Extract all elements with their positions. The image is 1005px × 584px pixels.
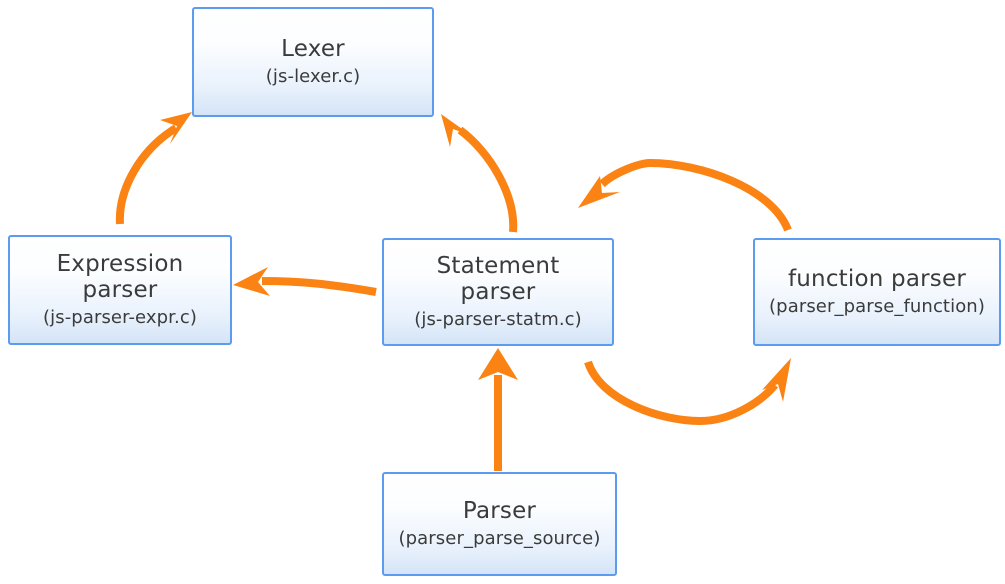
node-parser[interactable]: Parser (parser_parse_source): [382, 472, 617, 576]
node-function-parser[interactable]: function parser (parser_parse_function): [753, 238, 1001, 346]
node-statement-parser[interactable]: Statement parser (js-parser-statm.c): [382, 238, 614, 346]
node-function-parser-subtitle: (parser_parse_function): [769, 296, 985, 318]
node-expression-parser[interactable]: Expression parser (js-parser-expr.c): [8, 235, 232, 345]
node-statement-parser-title-line2: parser: [460, 278, 536, 305]
edge-function-to-statement: [578, 158, 792, 232]
node-lexer[interactable]: Lexer (js-lexer.c): [192, 7, 434, 117]
node-statement-parser-title-line1: Statement: [436, 253, 560, 280]
edge-parser-to-statement: [478, 348, 518, 471]
node-expression-parser-title-line2: parser: [82, 276, 158, 303]
node-function-parser-title: function parser: [787, 266, 966, 293]
node-parser-subtitle: (parser_parse_source): [398, 528, 601, 550]
node-expression-parser-subtitle: (js-parser-expr.c): [43, 306, 197, 328]
node-expression-parser-title-line1: Expression: [56, 251, 184, 278]
node-lexer-title: Lexer: [281, 36, 345, 63]
node-lexer-subtitle: (js-lexer.c): [265, 66, 361, 88]
node-parser-title: Parser: [462, 498, 537, 525]
edge-expression-to-lexer: [115, 112, 192, 225]
edge-statement-to-expression: [233, 267, 377, 296]
node-statement-parser-subtitle: (js-parser-statm.c): [414, 308, 582, 330]
edge-statement-to-function: [584, 358, 791, 426]
edge-statement-to-lexer: [441, 114, 518, 233]
